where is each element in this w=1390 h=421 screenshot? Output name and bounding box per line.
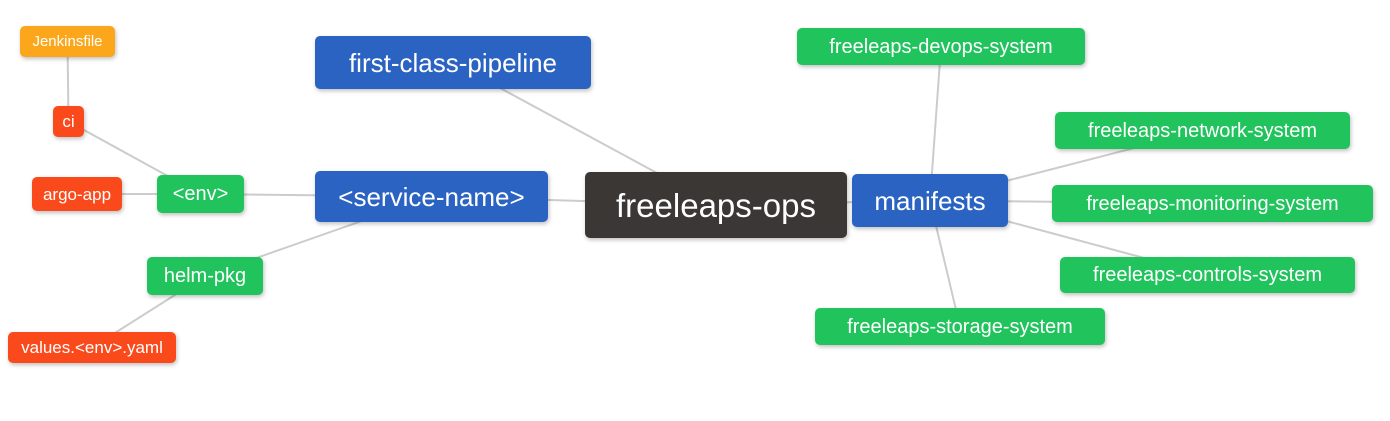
node-service-name[interactable]: <service-name> [315,171,548,222]
node-label-ci: ci [62,112,75,131]
node-freeleaps-controls-system[interactable]: freeleaps-controls-system [1060,257,1355,293]
node-label-helm-pkg: helm-pkg [163,265,247,287]
node-label-freeleaps-devops-system: freeleaps-devops-system [829,35,1053,58]
node-label-service-name: <service-name> [338,181,525,212]
node-env[interactable]: <env> [157,175,244,213]
node-label-argo-app: argo-app [42,184,112,204]
node-label-freeleaps-network-system: freeleaps-network-system [1088,119,1317,142]
node-label-jenkinsfile: Jenkinsfile [32,33,103,50]
node-label-freeleaps-ops: freeleaps-ops [616,186,816,224]
node-freeleaps-storage-system[interactable]: freeleaps-storage-system [815,308,1105,345]
node-argo-app[interactable]: argo-app [32,177,122,211]
node-label-freeleaps-monitoring-system: freeleaps-monitoring-system [1086,192,1339,215]
node-freeleaps-monitoring-system[interactable]: freeleaps-monitoring-system [1052,185,1373,222]
node-label-freeleaps-storage-system: freeleaps-storage-system [847,315,1073,338]
node-freeleaps-devops-system[interactable]: freeleaps-devops-system [797,28,1085,65]
node-values-env-yaml[interactable]: values.<env>.yaml [8,332,176,363]
node-label-first-class-pipeline: first-class-pipeline [348,47,558,78]
node-ci[interactable]: ci [53,106,84,137]
node-manifests[interactable]: manifests [852,174,1008,227]
node-helm-pkg[interactable]: helm-pkg [147,257,263,295]
node-label-manifests: manifests [874,185,986,216]
node-label-env: <env> [172,183,229,205]
node-label-freeleaps-controls-system: freeleaps-controls-system [1093,264,1322,286]
node-jenkinsfile[interactable]: Jenkinsfile [20,26,115,57]
node-freeleaps-ops[interactable]: freeleaps-ops [585,172,847,238]
node-label-values-env-yaml: values.<env>.yaml [21,338,163,357]
node-first-class-pipeline[interactable]: first-class-pipeline [315,36,591,89]
node-freeleaps-network-system[interactable]: freeleaps-network-system [1055,112,1350,149]
